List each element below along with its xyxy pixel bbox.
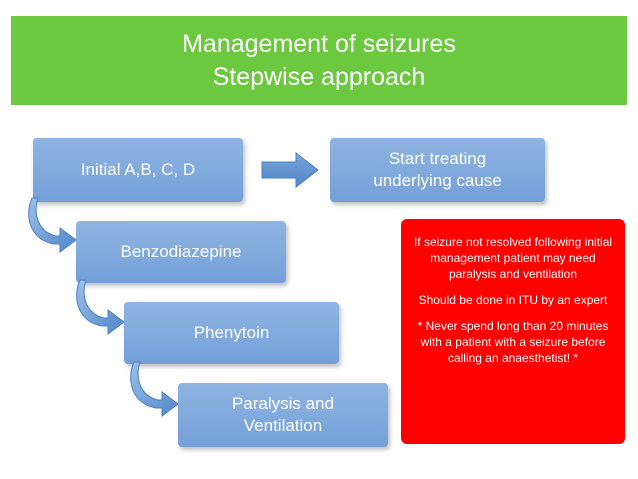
step-cause-line-2: underlying cause [373, 171, 502, 190]
right-arrow-icon [261, 151, 319, 189]
title-line-1: Management of seizures [182, 29, 456, 58]
curved-down-right-arrow-icon [76, 279, 125, 335]
title-banner: Management of seizures Stepwise approach [11, 16, 627, 105]
step-cause-line-1: Start treating [388, 149, 487, 168]
step-phenytoin-label: Phenytoin [193, 323, 270, 342]
alert-paragraph-2: Should be done in ITU by an expert [418, 293, 608, 307]
step-initial-abcd: Initial A,B, C, D [33, 138, 243, 202]
step-phenytoin: Phenytoin [124, 302, 339, 364]
step-benzodiazepine: Benzodiazepine [76, 221, 286, 283]
curved-down-right-arrow-icon [130, 361, 179, 417]
step-paralysis-ventilation: Paralysis and Ventilation [178, 383, 388, 447]
curved-down-right-arrow-icon [28, 197, 77, 253]
alert-paragraph-3: * Never spend long than 20 minutes with … [417, 319, 609, 365]
alert-box: If seizure not resolved following initia… [401, 219, 625, 444]
alert-paragraph-1: If seizure not resolved following initia… [413, 235, 613, 281]
step-benzo-label: Benzodiazepine [120, 242, 242, 261]
step-initial-label: Initial A,B, C, D [80, 160, 196, 179]
step-treat-underlying-cause: Start treating underlying cause [330, 138, 545, 202]
title-line-2: Stepwise approach [212, 62, 426, 91]
step-paralysis-line-1: Paralysis and [231, 394, 335, 413]
step-paralysis-line-2: Ventilation [243, 416, 323, 435]
